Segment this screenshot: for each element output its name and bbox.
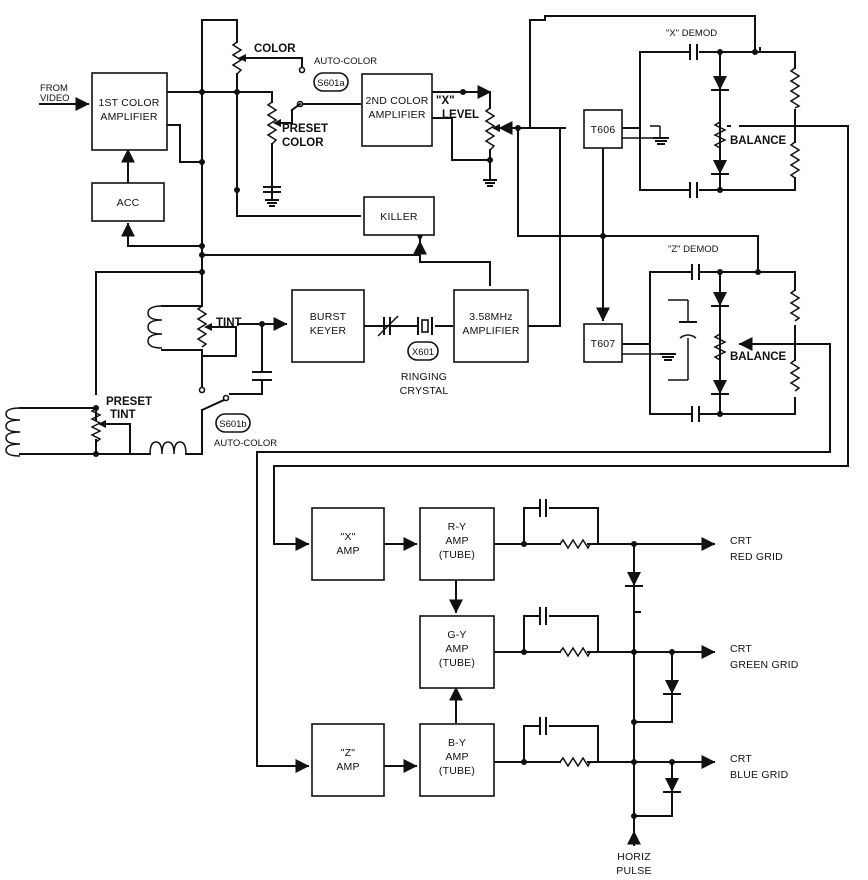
ringing-crystal-line1: RINGING xyxy=(401,371,447,383)
crt-green-line1: CRT xyxy=(730,643,752,655)
x-amp-line1: "X" xyxy=(340,531,355,543)
wires-tint-section xyxy=(19,271,453,455)
auto-color-b-label: AUTO-COLOR xyxy=(214,438,277,449)
second-color-amp-line2: AMPLIFIER xyxy=(368,109,425,121)
crystal-x601-label: X601 xyxy=(412,347,434,358)
gy-amp-line2: AMP xyxy=(445,643,468,655)
block-x-amp: "X" AMP xyxy=(311,507,385,581)
t607-label: T607 xyxy=(591,338,616,350)
block-t607: T607 xyxy=(583,323,623,363)
first-color-amp-line1: 1ST COLOR xyxy=(98,97,159,109)
burst-keyer-line1: BURST xyxy=(310,311,347,323)
tint-label: TINT xyxy=(216,317,242,329)
gy-amp-line3: (TUBE) xyxy=(439,657,475,669)
ringing-crystal-line2: CRYSTAL xyxy=(400,385,449,397)
switch-s601a-label: S601a xyxy=(317,78,345,89)
burst-keyer-line2: KEYER xyxy=(310,325,347,337)
z-demod-label: "Z" DEMOD xyxy=(668,244,719,255)
preset-color-line2: COLOR xyxy=(282,137,324,149)
x-demod-label: "X" DEMOD xyxy=(666,28,717,39)
x-level-line2: LEVEL xyxy=(442,109,479,121)
x-demodulator xyxy=(689,44,801,198)
x-level-line1: "X" xyxy=(436,95,455,107)
color-label: COLOR xyxy=(254,43,296,55)
tint-controls xyxy=(5,305,433,457)
ry-amp-line2: AMP xyxy=(445,535,468,547)
z-demodulator xyxy=(679,264,801,422)
z-amp-line1: "Z" xyxy=(341,747,356,759)
by-amp-line1: B-Y xyxy=(448,737,466,749)
preset-color-line1: PRESET xyxy=(282,123,328,135)
block-burst-keyer: BURST KEYER xyxy=(291,289,365,363)
block-first-color-amplifier: 1ST COLOR AMPLIFIER xyxy=(91,72,168,151)
ry-amp-line3: (TUBE) xyxy=(439,549,475,561)
balance-z-label: BALANCE xyxy=(730,351,787,363)
preset-tint-line2: TINT xyxy=(110,409,136,421)
t606-label: T606 xyxy=(591,124,616,136)
by-amp-line2: AMP xyxy=(445,751,468,763)
crt-red-line1: CRT xyxy=(730,535,752,547)
horiz-pulse-line1: HORIZ xyxy=(617,851,651,863)
preset-tint-line1: PRESET xyxy=(106,396,152,408)
junction-dots xyxy=(93,49,761,819)
crt-blue-line1: CRT xyxy=(730,753,752,765)
killer-label: KILLER xyxy=(380,211,418,223)
auto-color-a-label: AUTO-COLOR xyxy=(314,56,377,67)
z-amp-line2: AMP xyxy=(336,761,359,773)
block-t606: T606 xyxy=(583,109,623,149)
crt-red-line2: RED GRID xyxy=(730,551,783,563)
by-amp-line3: (TUBE) xyxy=(439,765,475,777)
from-video-line2: VIDEO xyxy=(40,93,70,104)
second-color-amp-line1: 2ND COLOR xyxy=(365,95,428,107)
demod-output-wires xyxy=(256,125,849,773)
block-3-58mhz-amplifier: 3.58MHz AMPLIFIER xyxy=(453,289,529,363)
block-second-color-amplifier: 2ND COLOR AMPLIFIER xyxy=(361,73,433,147)
from-video-line1: FROM xyxy=(40,83,68,94)
block-z-amp: "Z" AMP xyxy=(311,723,385,797)
amp-358-line2: AMPLIFIER xyxy=(462,325,519,337)
horiz-pulse-line2: PULSE xyxy=(616,865,651,877)
first-color-amp-line2: AMPLIFIER xyxy=(100,111,157,123)
acc-label: ACC xyxy=(117,197,140,209)
amp-358-line1: 3.58MHz xyxy=(469,311,512,323)
annotation-labels: FROM VIDEO COLOR AUTO-COLOR S601a PRESET… xyxy=(40,28,799,877)
ry-amp-line1: R-Y xyxy=(448,521,467,533)
color-controls xyxy=(231,41,676,361)
block-r-y-amp: R-Y AMP (TUBE) xyxy=(419,507,495,581)
block-b-y-amp: B-Y AMP (TUBE) xyxy=(419,723,495,797)
block-killer: KILLER xyxy=(363,196,435,236)
crt-green-line2: GREEN GRID xyxy=(730,659,799,671)
x-amp-line2: AMP xyxy=(336,545,359,557)
balance-x-label: BALANCE xyxy=(730,135,787,147)
gy-amp-line1: G-Y xyxy=(447,629,466,641)
crt-blue-line2: BLUE GRID xyxy=(730,769,789,781)
block-g-y-amp: G-Y AMP (TUBE) xyxy=(419,615,495,689)
switch-s601b-label: S601b xyxy=(219,419,246,430)
block-acc: ACC xyxy=(91,182,165,222)
